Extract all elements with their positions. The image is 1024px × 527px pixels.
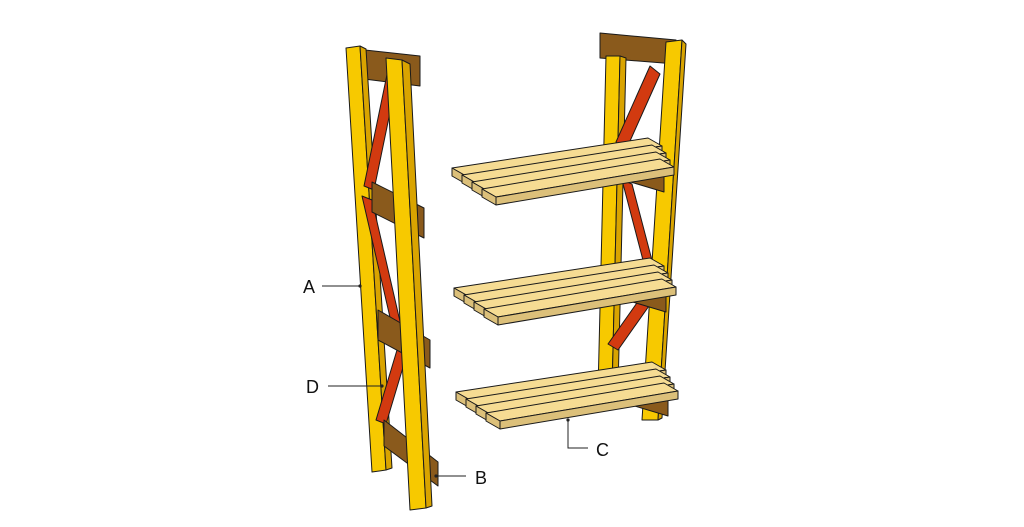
right-side-frame	[597, 32, 687, 421]
label-d: D	[306, 377, 319, 397]
label-a: A	[303, 277, 315, 297]
shelves	[451, 137, 679, 430]
shelf-bottom-slat-end	[485, 412, 501, 430]
label-c: C	[596, 440, 609, 460]
label-b: B	[475, 468, 487, 488]
shelf-bottom	[455, 361, 679, 430]
left-side-frame	[345, 45, 439, 511]
shelf-top	[451, 137, 675, 206]
shelf-middle	[453, 257, 677, 326]
leader-c	[567, 420, 588, 449]
callouts: A D B C	[303, 277, 609, 488]
shelf-top-slat-end	[481, 188, 497, 206]
shelf-middle-slat-end	[483, 308, 499, 326]
